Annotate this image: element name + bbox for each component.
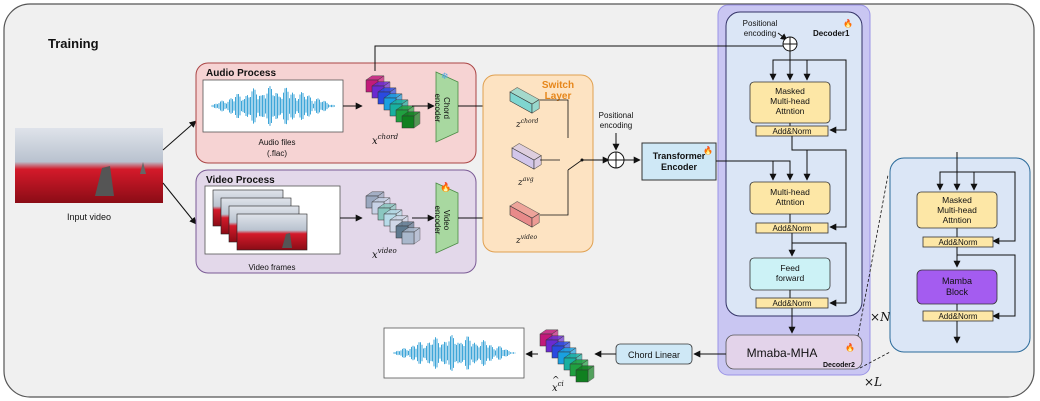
x-video-label: xvideo xyxy=(372,247,397,261)
z-avg-label: zavg xyxy=(517,176,534,188)
decoder2-add-norm-1 xyxy=(922,236,994,248)
add-operator-top xyxy=(782,36,798,52)
chord-encoder xyxy=(435,71,459,143)
audio-waveform xyxy=(211,86,335,126)
flame-icon: 🔥 xyxy=(440,181,451,192)
arrow-input-audio xyxy=(162,120,197,151)
decoder1-title: Decoder1 xyxy=(813,29,850,38)
snowflake-icon: ❄ xyxy=(441,71,449,81)
audio-process-title: Audio Process xyxy=(206,68,276,79)
output-label: xci xyxy=(552,380,564,394)
decoder2-add-norm-2-label: Add&Norm xyxy=(938,312,977,321)
output-hat: ^ xyxy=(552,376,560,386)
input-video-label: Input video xyxy=(67,212,111,222)
output-feature-vector xyxy=(539,329,595,383)
decoder2-repeat-label: ×L xyxy=(864,375,882,389)
video-encoder xyxy=(435,182,459,254)
decoder2-add-norm-2 xyxy=(922,310,994,322)
video-encoder-label: Videoencoder xyxy=(433,206,451,235)
z-chord-label: zchord xyxy=(515,118,538,130)
audio-files-ext: (.flac) xyxy=(267,149,287,158)
output-waveform xyxy=(393,335,516,371)
input-video-image xyxy=(15,128,163,203)
decoder1-repeat-label: ×N xyxy=(870,310,891,324)
video-frames-label: Video frames xyxy=(249,263,296,272)
decoder2-title: Decoder2 xyxy=(823,362,855,369)
add-norm-3-label: Add&Norm xyxy=(772,299,811,308)
chord-linear-label: Chord Linear xyxy=(628,350,680,360)
chord-feature-vector xyxy=(365,75,421,129)
flame-icon: 🔥 xyxy=(843,18,853,28)
video-feature-vector xyxy=(365,191,421,245)
video-process-title: Video Process xyxy=(206,175,275,186)
add-norm-1-label: Add&Norm xyxy=(772,127,811,136)
arrow-input-video xyxy=(162,182,197,225)
add-norm-2-label: Add&Norm xyxy=(772,224,811,233)
audio-files-label: Audio files xyxy=(259,138,296,147)
mamba-mha-label: Mmaba-MHA xyxy=(747,346,818,360)
training-title: Training xyxy=(48,36,99,51)
x-chord-label: xchord xyxy=(372,133,399,147)
video-frames-stack xyxy=(212,189,308,251)
z-chord-vector xyxy=(509,87,540,114)
z-avg-vector xyxy=(511,143,542,170)
decoder2-add-norm-1-label: Add&Norm xyxy=(938,238,977,247)
transformer-encoder xyxy=(641,142,717,181)
flame-icon: 🔥 xyxy=(703,145,713,155)
mamba-mha-block xyxy=(725,334,863,370)
flame-icon: 🔥 xyxy=(845,342,855,352)
z-video-label: zvideo xyxy=(515,234,537,246)
add-operator-left xyxy=(607,151,625,169)
z-video-vector xyxy=(509,201,540,228)
chord-encoder-label: Chordencoder xyxy=(433,94,451,123)
